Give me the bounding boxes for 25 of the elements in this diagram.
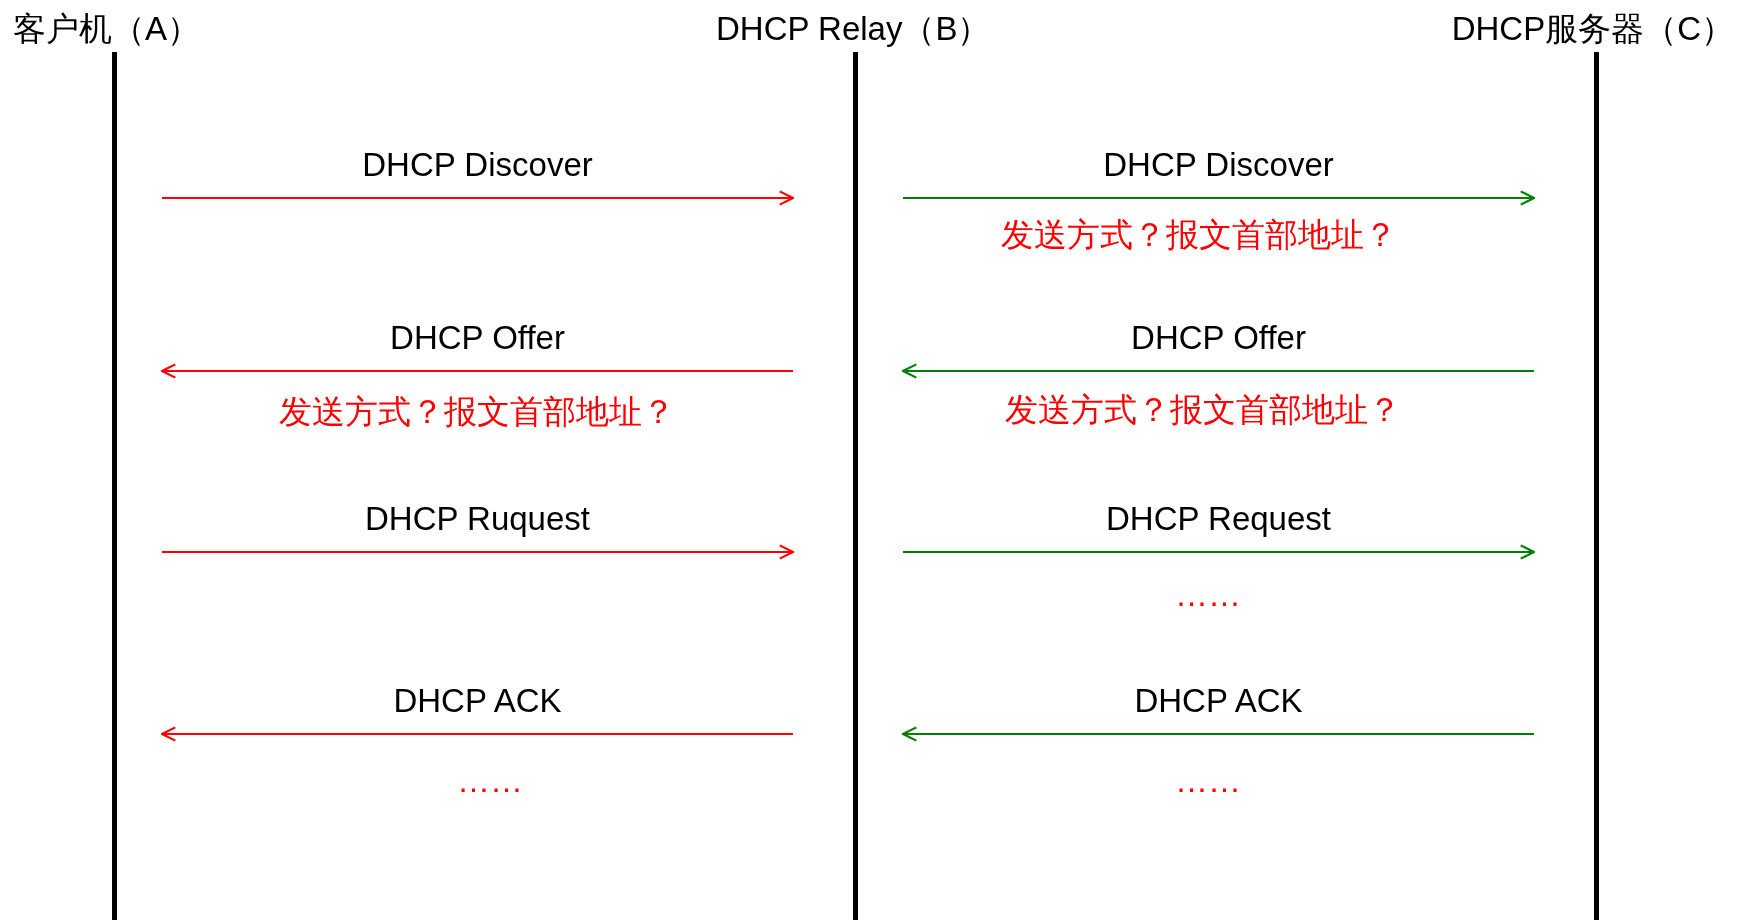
edge-label: DHCP Request [1106, 500, 1331, 538]
participant-label: 客户机（A） [13, 10, 200, 48]
note-text: 发送方式？报文首部地址？ [279, 393, 675, 431]
note-text: …… [1175, 762, 1241, 800]
note-text: 发送方式？报文首部地址？ [1001, 216, 1397, 254]
edge-label: DHCP ACK [393, 682, 562, 720]
edge-label: DHCP Offer [390, 319, 565, 357]
arrow [901, 726, 1535, 742]
note-text: …… [1175, 576, 1241, 614]
arrow [161, 544, 795, 560]
arrow [160, 726, 794, 742]
arrow [902, 544, 1536, 560]
arrow [902, 190, 1536, 206]
edge-label: DHCP ACK [1134, 682, 1303, 720]
edge-label: DHCP Ruquest [365, 500, 590, 538]
edge-label: DHCP Offer [1131, 319, 1306, 357]
arrow [161, 190, 795, 206]
arrow [160, 363, 794, 379]
participant-label: DHCP服务器（C） [1451, 10, 1734, 48]
note-text: 发送方式？报文首部地址？ [1005, 391, 1401, 429]
edge-label: DHCP Discover [362, 146, 593, 184]
note-text: …… [457, 762, 523, 800]
participant-label: DHCP Relay（B） [716, 10, 991, 48]
edge-label: DHCP Discover [1103, 146, 1334, 184]
arrow [901, 363, 1535, 379]
